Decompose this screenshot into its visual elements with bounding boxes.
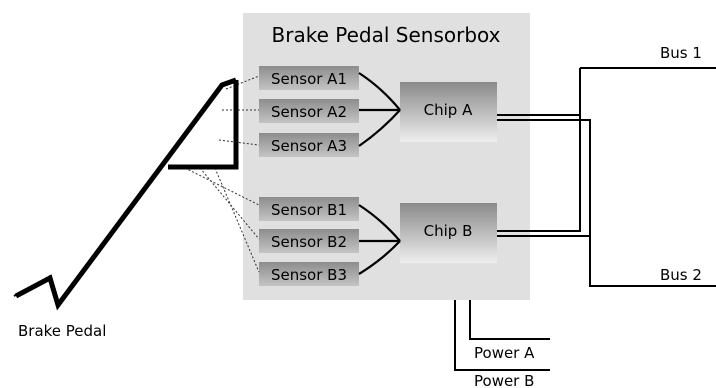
sensor-box-a3 (259, 133, 359, 157)
power-a-label: Power A (474, 344, 535, 362)
sensor-box-b3 (259, 262, 359, 286)
pedal-foot-pad (13, 274, 53, 297)
bus-1-label: Bus 1 (660, 44, 702, 62)
bus-2-label: Bus 2 (660, 266, 702, 284)
bus-wiring (497, 67, 716, 287)
sensor-group-b: Sensor B1 Sensor B2 Sensor B3 (259, 197, 359, 286)
sensorbox-title: Brake Pedal Sensorbox (272, 23, 501, 47)
brake-pedal-label: Brake Pedal (18, 322, 106, 340)
sensor-label-b2: Sensor B2 (271, 233, 347, 251)
sensor-box-a1 (259, 66, 359, 90)
arrows-sensors-a-to-chip-a (358, 72, 401, 147)
chip-a-box (400, 82, 497, 142)
brake-pedal-lever (14, 77, 239, 311)
chip-b-box (400, 203, 497, 263)
sensor-label-b3: Sensor B3 (271, 266, 347, 284)
sensor-group-a: Sensor A1 Sensor A2 Sensor A3 (259, 66, 359, 157)
sensor-label-a2: Sensor A2 (271, 103, 347, 121)
sensor-box-a2 (259, 99, 359, 123)
sensor-label-a3: Sensor A3 (271, 137, 347, 155)
sensor-box-b1 (259, 197, 359, 221)
power-b-label: Power B (474, 372, 534, 388)
sensor-label-b1: Sensor B1 (271, 201, 347, 219)
power-wiring (454, 300, 550, 371)
sensor-box-b2 (259, 229, 359, 253)
sensing-lines (184, 75, 260, 273)
sensor-label-a1: Sensor A1 (271, 70, 347, 88)
arrows-sensors-b-to-chip-b (358, 204, 401, 275)
chip-a-label: Chip A (424, 101, 473, 119)
chip-b-label: Chip B (424, 222, 473, 240)
